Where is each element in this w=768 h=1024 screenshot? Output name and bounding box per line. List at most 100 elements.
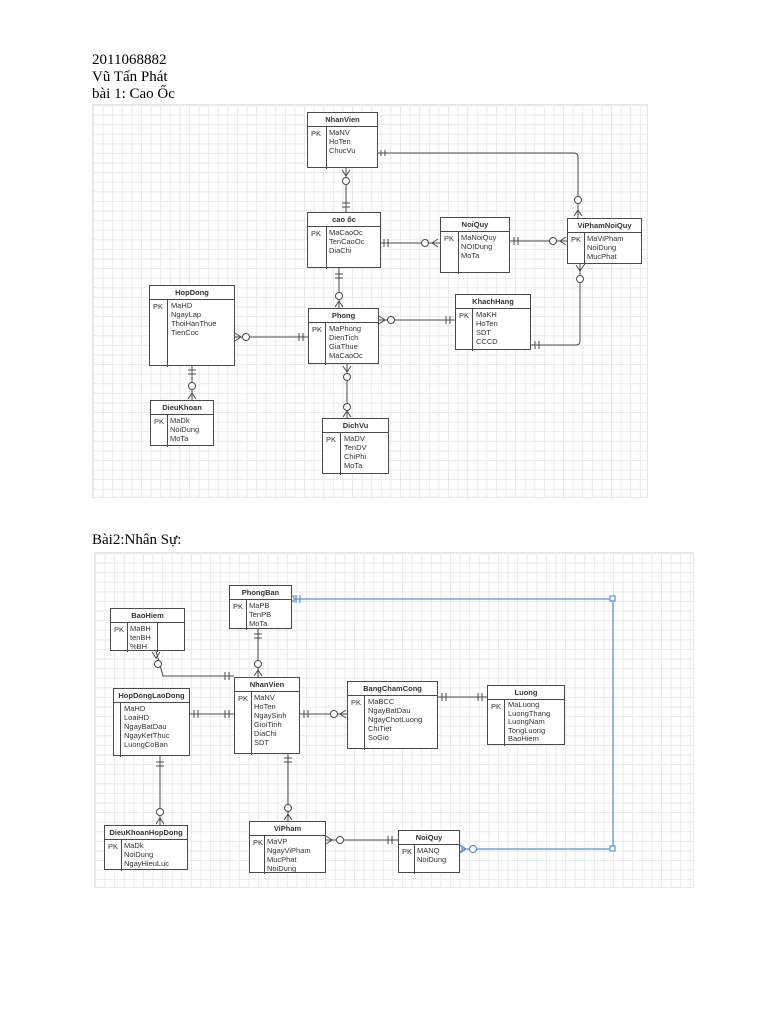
field: NgayChotLuong [368, 715, 423, 724]
field: MaPhong [329, 324, 362, 333]
entity-phongban[interactable]: PhongBan PK MaPB TenPB MoTa [229, 585, 292, 630]
entity-title: PhongBan [230, 586, 291, 600]
pk-label: PK [311, 129, 322, 138]
entity-title: HopDong [150, 286, 234, 300]
field: SDT [476, 328, 491, 337]
entity-dichvu[interactable]: DichVu PK MaDV TenDV ChiPhi MoTa [322, 418, 389, 475]
field: MaCaoOc [329, 351, 363, 360]
field: NoiDung [587, 243, 617, 252]
entity-title: DieuKhoan [151, 401, 213, 415]
field: NgaySinh [254, 711, 287, 720]
pk-label: PK [238, 694, 249, 703]
field: HoTen [476, 319, 498, 328]
entity-phong[interactable]: Phong PK MaPhong DienTich GiaThue MaCaoO… [308, 308, 379, 365]
field: CCCD [476, 337, 498, 346]
entity-title: cao ốc [308, 213, 380, 227]
pk-label: PK [154, 417, 165, 426]
entity-hopdong[interactable]: HopDong PK MaHD NgayLap ThoiHanThue Tien… [149, 285, 235, 367]
field: NgayHieuLuc [124, 859, 170, 868]
field: BaoHiem [508, 734, 539, 743]
pk-label: PK [253, 838, 264, 847]
student-id: 2011068882 [92, 52, 167, 68]
field: MaNoiQuy [461, 233, 497, 242]
field: HoTen [254, 702, 276, 711]
field: tenBH [130, 633, 151, 642]
field: DiaChi [329, 246, 352, 255]
field: MucPhat [267, 855, 297, 864]
field: MoTa [461, 251, 480, 260]
field: TienCoc [171, 328, 199, 337]
field: SDT [254, 738, 269, 747]
entity-nhanvien-2[interactable]: NhanVien PK MaNV HoTen NgaySinh GioiTinh… [234, 677, 300, 755]
field: ThoiHanThue [171, 319, 217, 328]
field: MaLuong [508, 700, 540, 709]
field: NgayLap [171, 310, 202, 319]
field: GioiTinh [254, 720, 282, 729]
field: NOIDung [461, 242, 493, 251]
field: LuongCoBan [124, 740, 168, 749]
field: DienTich [329, 333, 359, 342]
student-name: Vũ Tấn Phát [92, 69, 168, 85]
entity-khachhang[interactable]: KhachHang PK MaKH HoTen SDT CCCD [455, 294, 531, 351]
field: MaVP [267, 837, 288, 846]
exercise2-title: Bài2:Nhân Sự: [92, 532, 182, 548]
entity-hopdonglaodong[interactable]: HopDongLaoDong MaHD LoaiHD NgayBatDau Ng… [113, 688, 190, 757]
field: ChiTiet [368, 724, 392, 733]
pk-label: PK [402, 847, 413, 856]
field: DiaChi [254, 729, 277, 738]
field: MaBCC [368, 697, 395, 706]
field: SoGio [368, 733, 389, 742]
field: LoaiHD [124, 713, 150, 722]
field: MaDk [170, 416, 190, 425]
field: NgayViPham [267, 846, 311, 855]
field: NoiDung [267, 864, 297, 873]
field: NoiDung [170, 425, 200, 434]
pk-label: PK [491, 702, 502, 711]
exercise1-title: bài 1: Cao Ốc [92, 86, 175, 102]
field: TongLuong [508, 725, 546, 735]
entity-viphamnoiquy[interactable]: ViPhamNoiQuy PK MaViPham NoiDung MucPhat [567, 218, 642, 265]
entity-dieukhoan[interactable]: DieuKhoan PK MaDk NoiDung MoTa [150, 400, 214, 447]
entity-vipham[interactable]: ViPham PK MaVP NgayViPham MucPhat NoiDun… [249, 821, 326, 874]
entity-baohiem[interactable]: BaoHiem PK MaBH tenBH %BH [110, 608, 185, 652]
pk-label: PK [108, 842, 119, 851]
pk-label: PK [153, 302, 164, 311]
entity-luong[interactable]: Luong PK MaLuong LuongThang LuongNam Ton… [487, 685, 565, 746]
pk-label: PK [233, 602, 244, 611]
field: MaBH [130, 624, 151, 633]
field: MANQ [417, 846, 440, 855]
field: MoTa [344, 461, 363, 470]
field: LuongNam [508, 717, 545, 726]
field: MaViPham [587, 234, 624, 243]
field: MaPB [249, 601, 270, 610]
entity-nhanvien-1[interactable]: NhanVien PK MaNV HoTen ChucVu [307, 112, 378, 169]
field: MoTa [249, 619, 268, 628]
entity-noiquy-1[interactable]: NoiQuy PK MaNoiQuy NOIDung MoTa [440, 217, 510, 274]
entity-title: KhachHang [456, 295, 530, 309]
field: TenCaoOc [329, 237, 365, 246]
entity-title: Phong [309, 309, 378, 323]
entity-noiquy-2[interactable]: NoiQuy PK MANQ NoiDung [398, 830, 460, 874]
entity-title: DieuKhoanHopDong [105, 826, 187, 840]
field: MaNV [329, 128, 350, 137]
field: %BH [130, 642, 148, 651]
pk-label: PK [571, 235, 582, 244]
entity-title: BangChamCong [348, 682, 437, 696]
field: MaKH [476, 310, 497, 319]
entity-dieukhoanhopdong[interactable]: DieuKhoanHopDong PK MaDk NoiDung NgayHie… [104, 825, 188, 871]
field: NoiDung [124, 850, 154, 859]
entity-caooc[interactable]: cao ốc PK MaCaoOc TenCaoOc DiaChi [307, 212, 381, 269]
field: NgayKetThuc [124, 731, 170, 740]
entity-title: NhanVien [308, 113, 377, 127]
entity-title: NhanVien [235, 678, 299, 692]
pk-label: PK [114, 625, 125, 634]
field: TenDV [344, 443, 367, 452]
field: ChiPhi [344, 452, 367, 461]
field: MaDk [124, 841, 144, 850]
field: MaCaoOc [329, 228, 363, 237]
entity-bangchamcong[interactable]: BangChamCong PK MaBCC NgayBatDau NgayCho… [347, 681, 438, 750]
entity-title: Luong [488, 686, 564, 700]
entity-title: NoiQuy [399, 831, 459, 845]
